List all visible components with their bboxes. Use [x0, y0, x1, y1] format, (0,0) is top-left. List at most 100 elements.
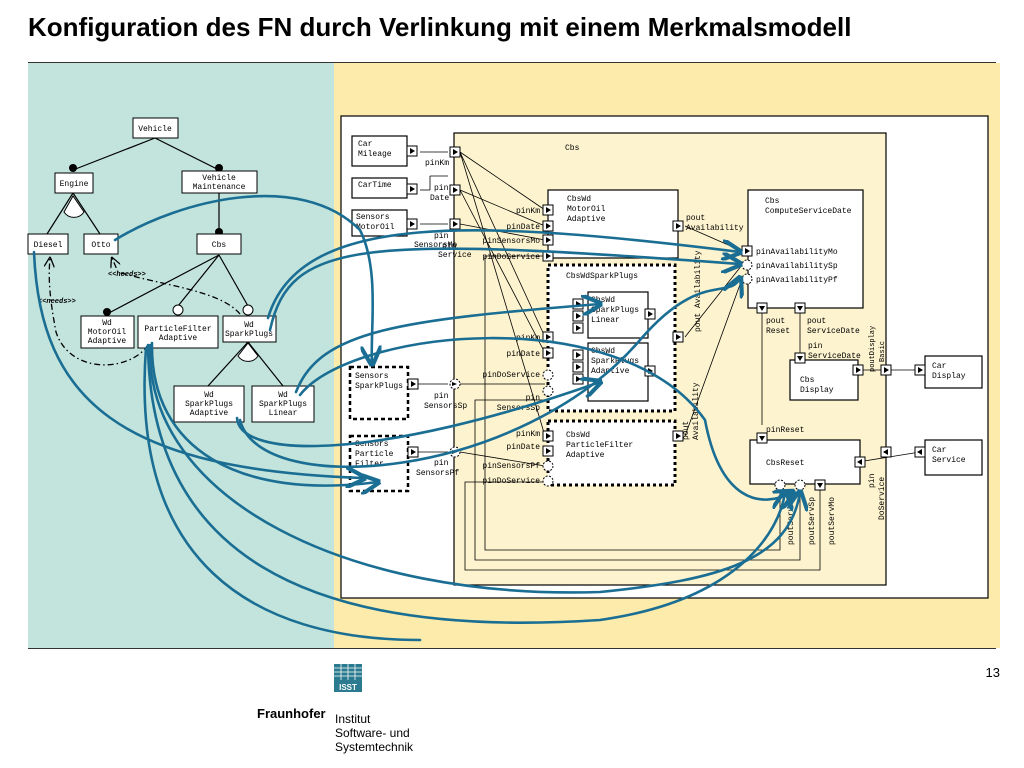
link-otto-sensors-sparkplugs	[113, 194, 373, 364]
alt-group-sparkplugs	[237, 342, 259, 362]
svg-text:SparkPlugs: SparkPlugs	[355, 382, 403, 391]
svg-text:pinDoService: pinDoService	[482, 477, 540, 486]
feature-engine: Engine	[54, 172, 94, 194]
svg-text:Cbs: Cbs	[800, 376, 815, 385]
svg-text:pinSensorsMo: pinSensorsMo	[482, 237, 540, 246]
needs-label-2: <<needs>>	[38, 298, 76, 306]
svg-text:Adaptive: Adaptive	[567, 215, 606, 224]
svg-text:SparkPlugs: SparkPlugs	[591, 306, 639, 315]
svg-text:ParticleFilter: ParticleFilter	[566, 441, 633, 450]
svg-text:pinKm: pinKm	[516, 207, 540, 216]
cbs-label: Cbs	[565, 144, 580, 153]
cbs-port-pinservice-2: Service	[438, 251, 472, 260]
svg-text:Adaptive: Adaptive	[88, 337, 127, 346]
svg-text:pout: pout	[682, 421, 691, 440]
svg-text:ComputeServiceDate: ComputeServiceDate	[765, 207, 852, 216]
svg-text:pout: pout	[686, 214, 705, 223]
needs-dependency-particlefilter-diesel	[49, 258, 149, 366]
fraunhofer-wordmark: Fraunhofer	[257, 706, 326, 721]
bottom-divider	[28, 648, 996, 649]
cbs-port-pindate-1: pin	[434, 184, 449, 193]
page-number: 13	[985, 665, 1000, 680]
cbs-port-pinservice-1: pin	[442, 242, 457, 251]
feature-wd-sparkplugs-adaptive: Wd SparkPlugs Adaptive	[173, 385, 245, 423]
car-display-box: Car Display	[880, 355, 983, 389]
feature-links	[32, 194, 800, 642]
car-service-box: Car Service	[880, 439, 983, 476]
svg-text:Car: Car	[932, 362, 947, 371]
institute-name: Institut Software- und Systemtechnik	[335, 712, 414, 754]
svg-text:Linear: Linear	[591, 316, 620, 325]
sensors-motoroil-box: Sensors MotorOil	[351, 209, 418, 237]
optional-dot-sparkplugs	[242, 304, 254, 316]
link-motoroil-availability	[143, 346, 422, 642]
top-divider	[28, 62, 996, 63]
link-pf-sensors-particle	[150, 341, 378, 486]
svg-text:pinSensorsPf: pinSensorsPf	[482, 462, 540, 471]
svg-text:pin: pin	[868, 473, 877, 488]
svg-text:Adaptive: Adaptive	[566, 451, 605, 460]
cbs-port-pinsensorsmo-2: SensorsMo	[414, 241, 457, 250]
svg-text:MotorOil: MotorOil	[356, 223, 395, 232]
cbs-port-pinsensorssp-1: pin	[434, 392, 449, 401]
svg-text:ServiceDate: ServiceDate	[807, 327, 860, 336]
svg-text:Cbs: Cbs	[765, 197, 780, 206]
feature-wd-motoroil: Wd MotorOil Adaptive	[80, 315, 135, 349]
svg-text:Basic: Basic	[879, 341, 887, 362]
svg-text:Wd: Wd	[244, 321, 254, 330]
svg-text:CbsWd: CbsWd	[566, 431, 590, 440]
svg-text:Linear: Linear	[269, 409, 298, 418]
svg-text:pinAvailabilitySp: pinAvailabilitySp	[756, 262, 838, 271]
svg-text:pinReset: pinReset	[766, 426, 804, 435]
cbswd-motoroil-adaptive: CbsWd MotorOil Adaptive pinKm pinDate pi…	[482, 189, 744, 262]
needs-label-1: <<needs>>	[108, 271, 146, 279]
svg-text:pinDate: pinDate	[506, 223, 540, 232]
svg-text:pout: pout	[766, 317, 785, 326]
cbs-port-pindate-2: Date	[430, 194, 449, 203]
svg-text:DoService: DoService	[878, 477, 887, 520]
feature-model-panel	[28, 63, 334, 648]
svg-text:Availability: Availability	[686, 224, 744, 233]
svg-text:Sensors: Sensors	[356, 213, 390, 222]
cartime-box: CarTime	[351, 177, 418, 199]
svg-text:Sensors: Sensors	[355, 372, 389, 381]
svg-text:Vehicle: Vehicle	[138, 125, 172, 134]
svg-text:Diesel: Diesel	[34, 241, 63, 250]
svg-text:Particle: Particle	[355, 450, 394, 459]
svg-text:pinDate: pinDate	[506, 443, 540, 452]
svg-text:pout: pout	[807, 317, 826, 326]
svg-text:ServiceDate: ServiceDate	[808, 352, 861, 361]
svg-text:Otto: Otto	[91, 241, 110, 250]
svg-text:Cbs: Cbs	[212, 241, 227, 250]
link-adaptive-servsp	[238, 278, 740, 469]
svg-text:Car: Car	[932, 446, 947, 455]
link-pf-availability-pf	[146, 343, 785, 624]
svg-text:MotorOil: MotorOil	[88, 328, 127, 337]
svg-text:Display: Display	[800, 386, 834, 395]
svg-text:Mileage: Mileage	[358, 150, 392, 159]
svg-text:pin: pin	[808, 342, 823, 351]
internal-wiring	[410, 151, 921, 571]
car-mileage-box: Car Mileage	[351, 135, 418, 167]
cbs-port-pinkm: pinKm	[425, 159, 449, 168]
svg-text:MotorOil: MotorOil	[567, 205, 606, 214]
svg-text:CbsWdSparkPlugs: CbsWdSparkPlugs	[566, 272, 638, 281]
svg-text:Maintenance: Maintenance	[193, 183, 246, 192]
svg-text:SparkPlugs: SparkPlugs	[225, 330, 273, 339]
link-linear-cbswd	[294, 304, 600, 394]
svg-text:CbsWd: CbsWd	[567, 195, 591, 204]
svg-text:poutServSp: poutServSp	[808, 497, 817, 545]
svg-text:SparkPlugs: SparkPlugs	[591, 357, 639, 366]
needs-dependency-sparkplugs-otto	[112, 258, 241, 315]
feature-diesel: Diesel	[27, 233, 69, 255]
svg-text:pinDate: pinDate	[506, 350, 540, 359]
sensors-sparkplugs-box: Sensors SparkPlugs	[348, 365, 419, 421]
cbs-compute-service-date: Cbs ComputeServiceDate pinAvailabilityMo…	[741, 189, 864, 336]
svg-text:poutDisplay: poutDisplay	[869, 326, 877, 372]
logo-grid-icon	[334, 664, 362, 680]
svg-text:Sensors: Sensors	[355, 440, 389, 449]
svg-text:Engine: Engine	[60, 180, 89, 189]
svg-text:SparkPlugs: SparkPlugs	[185, 400, 233, 409]
feature-cbs: Cbs	[196, 233, 242, 255]
